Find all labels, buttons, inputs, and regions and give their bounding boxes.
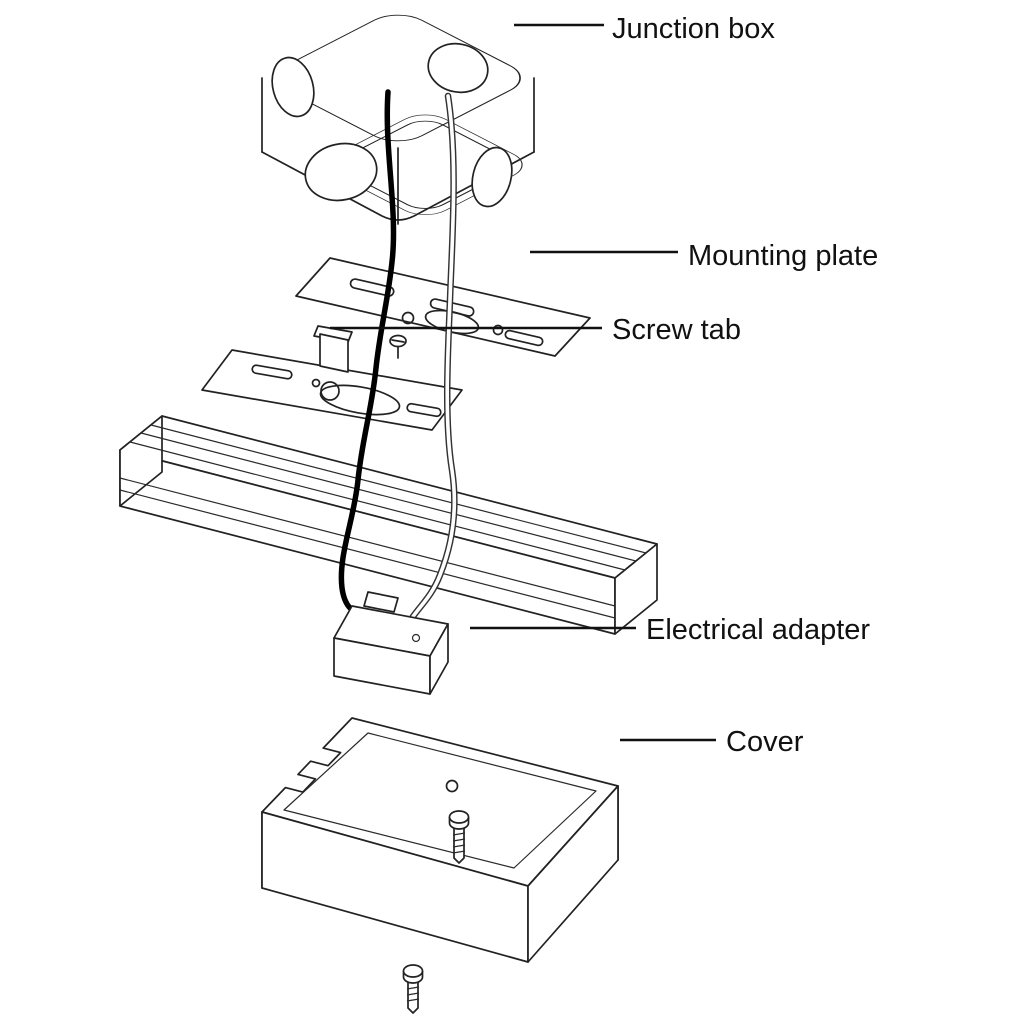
knockout-hole (471, 146, 513, 208)
label-junction-box: Junction box (514, 13, 775, 45)
label-text-cover: Cover (726, 726, 804, 758)
adapter-tab (363, 591, 399, 613)
screw-tab-plate (201, 325, 463, 431)
label-screw-tab: Screw tab (330, 314, 741, 346)
cover-screw (448, 810, 470, 864)
label-text-electrical-adapter: Electrical adapter (646, 614, 870, 646)
plate-screw-hole (320, 381, 340, 401)
electrical-adapter (333, 591, 449, 695)
cover-inner-rim (283, 732, 597, 869)
track-rail (119, 415, 658, 635)
label-text-junction-box: Junction box (612, 13, 775, 45)
screw-head-top (448, 810, 470, 824)
cover (261, 717, 619, 963)
labels: Junction box Mounting plate Screw tab El… (330, 13, 878, 758)
label-electrical-adapter: Electrical adapter (470, 614, 870, 646)
adapter-right-face (429, 623, 449, 695)
bottom-screw (402, 964, 424, 1014)
label-cover: Cover (620, 726, 804, 758)
black-wire (338, 89, 397, 618)
plate-slot (406, 402, 442, 418)
plate-slot (349, 278, 395, 297)
wires (338, 89, 458, 622)
plate-screw-hole (492, 324, 504, 336)
junction-box-bottom-edge (261, 151, 535, 221)
adapter-latch-detail (411, 633, 421, 643)
cover-screw-hole (445, 779, 459, 793)
plate-slot (251, 364, 293, 380)
tab-screw-slot (391, 339, 405, 343)
screw-thread-lines (452, 832, 466, 854)
plate-screw-hole (401, 311, 415, 325)
cover-front-right-face (527, 785, 619, 963)
label-text-screw-tab: Screw tab (612, 314, 741, 346)
screw-head-top (402, 964, 424, 978)
tab-screw (389, 334, 407, 359)
label-text-mounting-plate: Mounting plate (688, 240, 878, 272)
plate-slot (504, 329, 544, 347)
track-rail-right-end (614, 543, 658, 635)
track-rail-ridge-lines (119, 424, 647, 619)
plate-screw-hole (311, 378, 321, 388)
knockout-hole (304, 142, 378, 202)
knockout-hole (427, 42, 489, 94)
screw-shaft (407, 981, 419, 1014)
label-mounting-plate: Mounting plate (530, 240, 878, 272)
knockout-hole (271, 56, 315, 118)
screw-tab-body (319, 333, 349, 373)
white-wire-core (410, 94, 457, 620)
screw-thread-lines (406, 986, 420, 1002)
track-rail-left-end (119, 415, 163, 507)
junction-box (261, 14, 535, 225)
